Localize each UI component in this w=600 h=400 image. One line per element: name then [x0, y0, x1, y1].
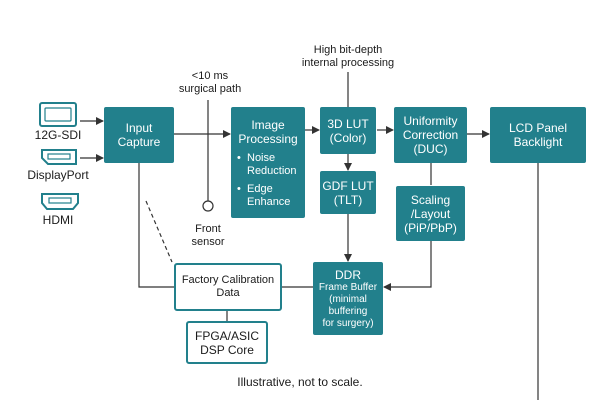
uniformity-line-2: Correction	[402, 128, 459, 142]
bit-depth-line-1: High bit-depth	[313, 44, 383, 56]
factory-cal-line-2: Data	[216, 287, 240, 299]
gdf-lut-block: GDF LUT (TLT)	[320, 171, 376, 214]
input-capture-line-2: Capture	[117, 135, 161, 149]
3d-lut-line-1: 3D LUT	[327, 116, 369, 131]
footnote: Illustrative, not to scale.	[237, 375, 363, 389]
3d-lut-line-2: (Color)	[329, 130, 367, 145]
hdmi-connector-icon	[41, 193, 79, 210]
source-label-hdmi: HDMI	[42, 213, 74, 227]
fpga-line-2: DSP Core	[200, 342, 254, 357]
lcd-line-2: Backlight	[513, 135, 563, 149]
hdmi-dashed-link	[145, 200, 173, 263]
displayport-connector-icon	[41, 149, 77, 165]
bit-depth-line-2: internal processing	[301, 57, 395, 69]
front-sensor-line-1: Front	[195, 223, 221, 235]
fpga-line-1: FPGA/ASIC	[194, 328, 259, 343]
front-sensor-icon	[202, 200, 214, 212]
ddr-line-2: (minimal	[329, 293, 367, 305]
gdf-lut-line-2: (TLT)	[333, 192, 363, 207]
lcd-line-1: LCD Panel	[508, 121, 568, 135]
uniformity-line-3: (DUC)	[413, 142, 448, 156]
ddr-line-3: buffering	[328, 305, 368, 317]
scaling-line-1: Scaling	[410, 192, 451, 207]
factory-calibration-block: Factory Calibration Data	[174, 263, 282, 311]
image-processing-line-2: Processing	[238, 132, 298, 146]
image-processing-block: Image Processing Noise Reduction Edge En…	[231, 107, 305, 218]
feature-noise-reduction: Noise Reduction	[231, 152, 305, 178]
surgical-path-annotation: <10 ms surgical path	[164, 70, 256, 96]
bit-depth-annotation: High bit-depth internal processing	[278, 44, 418, 70]
image-processing-line-1: Image	[251, 118, 285, 132]
feature-edge-enhance: Edge Enhance	[231, 183, 305, 209]
ddr-line-1: Frame Buffer	[318, 281, 378, 293]
ddr-line-4: for surgery)	[322, 317, 374, 329]
uniformity-correction-block: Uniformity Correction (DUC)	[394, 107, 467, 163]
ddr-frame-buffer-block: DDR Frame Buffer (minimal buffering for …	[313, 262, 383, 335]
source-label-displayport: DisplayPort	[27, 168, 89, 182]
factory-cal-line-1: Factory Calibration	[181, 274, 275, 286]
scaling-line-2: /Layout	[410, 206, 451, 221]
uniformity-line-1: Uniformity	[403, 114, 458, 128]
gdf-lut-line-1: GDF LUT	[322, 178, 374, 193]
front-sensor-label: Front sensor	[180, 223, 236, 249]
surgical-path-line-1: <10 ms	[191, 70, 229, 82]
scaling-line-3: (PiP/PbP)	[404, 220, 457, 235]
input-capture-block: Input Capture	[104, 107, 174, 163]
processing-feature-list: Noise Reduction Edge Enhance	[231, 152, 305, 214]
surgical-path-line-2: surgical path	[178, 83, 242, 95]
scaling-layout-block: Scaling /Layout (PiP/PbP)	[396, 186, 465, 241]
input-capture-line-1: Input	[125, 121, 153, 135]
scaling-to-ddr-arrow	[383, 241, 432, 291]
lcd-panel-block: LCD Panel Backlight	[490, 107, 586, 163]
3d-lut-block: 3D LUT (Color)	[320, 107, 376, 154]
source-label-sdi: 12G-SDI	[34, 128, 82, 142]
input-to-factory-line	[138, 163, 174, 288]
monitor-icon	[39, 102, 77, 127]
ddr-title: DDR	[335, 267, 361, 282]
fpga-dsp-core-block: FPGA/ASIC DSP Core	[186, 321, 268, 364]
front-sensor-line-2: sensor	[191, 236, 225, 248]
